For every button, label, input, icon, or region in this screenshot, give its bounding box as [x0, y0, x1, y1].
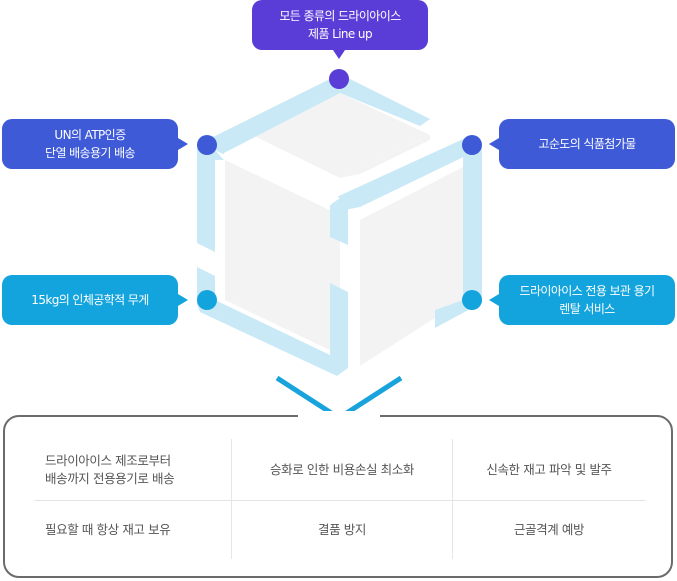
- frame-top-right-edge: [340, 74, 430, 126]
- callout-pointer: [489, 294, 499, 306]
- node-middle-right: [462, 135, 482, 155]
- callout-text-line: 고순도의 식품첨가물: [538, 137, 636, 151]
- node-bottom-left: [197, 290, 217, 310]
- callout-pointer: [333, 50, 345, 59]
- frame-top-left-edge: [207, 74, 340, 160]
- callout-food-additive: 고순도의 식품첨가물: [499, 119, 675, 169]
- callout-text-line: UN의 ATP인증: [54, 128, 126, 142]
- callout-text-line: 단열 배송용기 배송: [45, 146, 136, 160]
- callout-text-line: 드라이아이스 전용 보관 용기: [519, 284, 656, 298]
- benefit-item: 승화로 인한 비용손실 최소화: [231, 439, 453, 501]
- frame-right-top-edge: [330, 135, 482, 212]
- frame-center-corner: [330, 205, 348, 245]
- callout-pointer: [178, 138, 188, 150]
- benefit-item: 필요할 때 항상 재고 보유: [35, 501, 231, 559]
- frame-bottom-left-edge: [197, 283, 348, 376]
- frame-left-vertical-upper: [197, 148, 215, 252]
- frame-bottom-right-stub: [435, 297, 472, 328]
- node-middle-left: [197, 135, 217, 155]
- benefit-text-line: 근골격계 예방: [513, 522, 585, 537]
- callout-text-line: 15kg의 인체공학적 무게: [31, 293, 149, 307]
- benefit-text-line: 결품 방지: [318, 522, 366, 537]
- benefit-text-line: 배송까지 전용용기로 배송: [45, 470, 175, 486]
- cube-left-face: [225, 160, 340, 355]
- node-bottom-right: [462, 290, 482, 310]
- benefit-item: 드라이아이스 제조로부터 배송까지 전용용기로 배송: [35, 439, 231, 501]
- benefit-item: 결품 방지: [231, 501, 453, 559]
- frame-gap: [215, 150, 340, 207]
- benefits-panel: 드라이아이스 제조로부터 배송까지 전용용기로 배송 승화로 인한 비용손실 최…: [3, 415, 673, 578]
- callout-pointer: [178, 294, 188, 306]
- frame-right-vertical: [463, 148, 482, 303]
- callout-text-line: 렌탈 서비스: [559, 302, 615, 316]
- dry-ice-box-illustration: [197, 69, 482, 420]
- benefit-text-line: 신속한 재고 파악 및 발주: [486, 461, 612, 477]
- benefit-text-line: 필요할 때 항상 재고 보유: [45, 522, 171, 537]
- callout-rental-service: 드라이아이스 전용 보관 용기 렌탈 서비스: [499, 275, 675, 325]
- benefit-text-line: 드라이아이스 제조로부터: [45, 452, 171, 468]
- benefit-text-line: 승화로 인한 비용손실 최소화: [270, 461, 414, 477]
- callout-ergonomic-weight: 15kg의 인체공학적 무게: [2, 275, 178, 325]
- benefit-item: 근골격계 예방: [453, 501, 645, 559]
- benefit-item: 신속한 재고 파악 및 발주: [453, 439, 645, 501]
- callout-text-line: 모든 종류의 드라이아이스: [279, 9, 401, 23]
- callout-pointer: [489, 138, 499, 150]
- benefits-grid: 드라이아이스 제조로부터 배송까지 전용용기로 배송 승화로 인한 비용손실 최…: [35, 439, 645, 559]
- node-top: [329, 69, 349, 89]
- callout-atp-certified-container: UN의 ATP인증 단열 배송용기 배송: [2, 119, 178, 169]
- panel-border-gap: [298, 411, 380, 419]
- callout-product-lineup: 모든 종류의 드라이아이스 제품 Line up: [252, 0, 428, 50]
- callout-text-line: 제품 Line up: [308, 27, 373, 41]
- cube-frame: [197, 74, 482, 376]
- cube-top-face-right: [340, 135, 430, 178]
